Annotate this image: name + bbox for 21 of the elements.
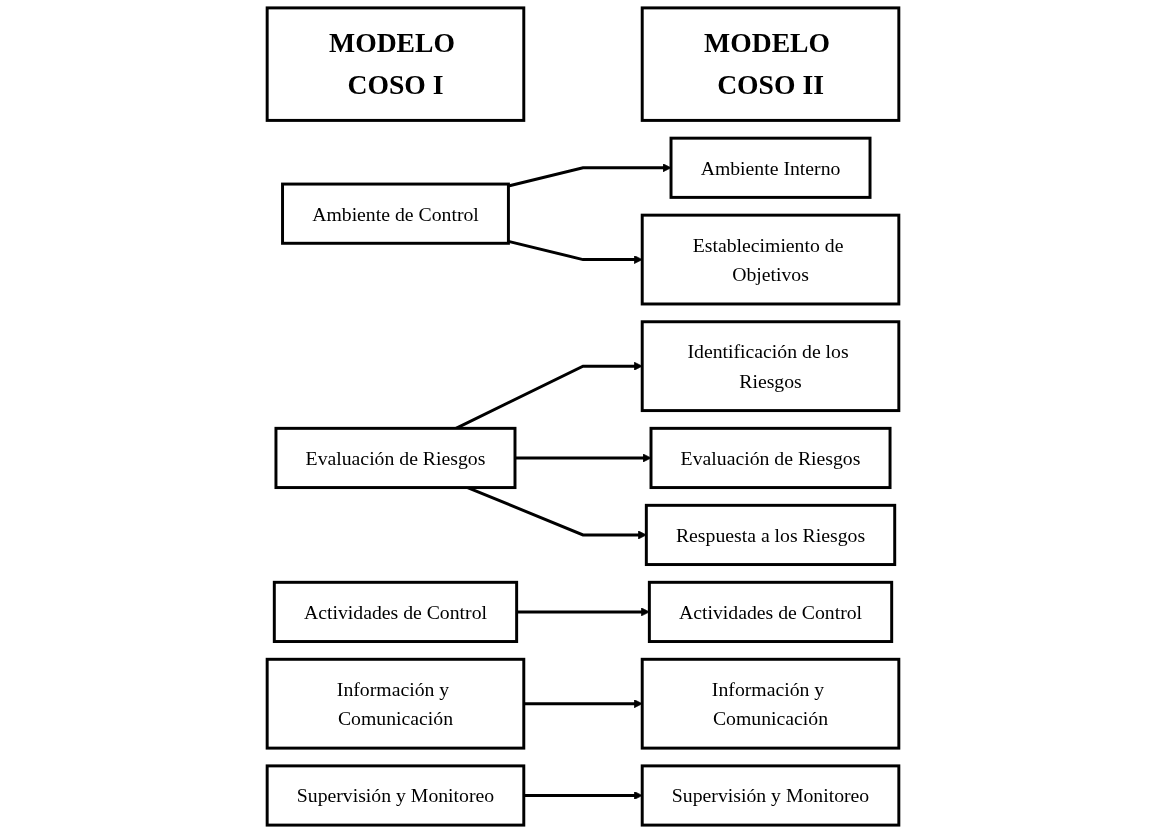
node-box: Actividades de Control (647, 580, 894, 643)
arrow (508, 239, 643, 264)
node-box: Ambiente de Control (281, 182, 510, 245)
arrow (515, 453, 652, 463)
arrow (523, 791, 643, 800)
node-box: MODELO COSO I (265, 6, 526, 122)
node-box: Ambiente Interno (669, 136, 872, 199)
node-box: MODELO COSO II (640, 6, 901, 122)
arrow (516, 607, 650, 617)
node-box: Actividades de Control (272, 580, 519, 643)
node-box: Evaluación de Riesgos (649, 426, 892, 490)
arrow (523, 699, 643, 709)
node-box: Establecimiento de Objetivos (640, 213, 901, 306)
node-box: Información y Comunicación (640, 657, 901, 750)
node-box: Respuesta a los Riesgos (644, 503, 897, 567)
arrow (508, 163, 672, 188)
node-box: Evaluación de Riesgos (274, 426, 517, 490)
node-box: Supervisión y Monitoreo (265, 764, 526, 827)
node-box: Identificación de los Riesgos (640, 320, 901, 413)
node-box: Supervisión y Monitoreo (640, 764, 901, 827)
node-box: Información y Comunicación (265, 657, 526, 750)
